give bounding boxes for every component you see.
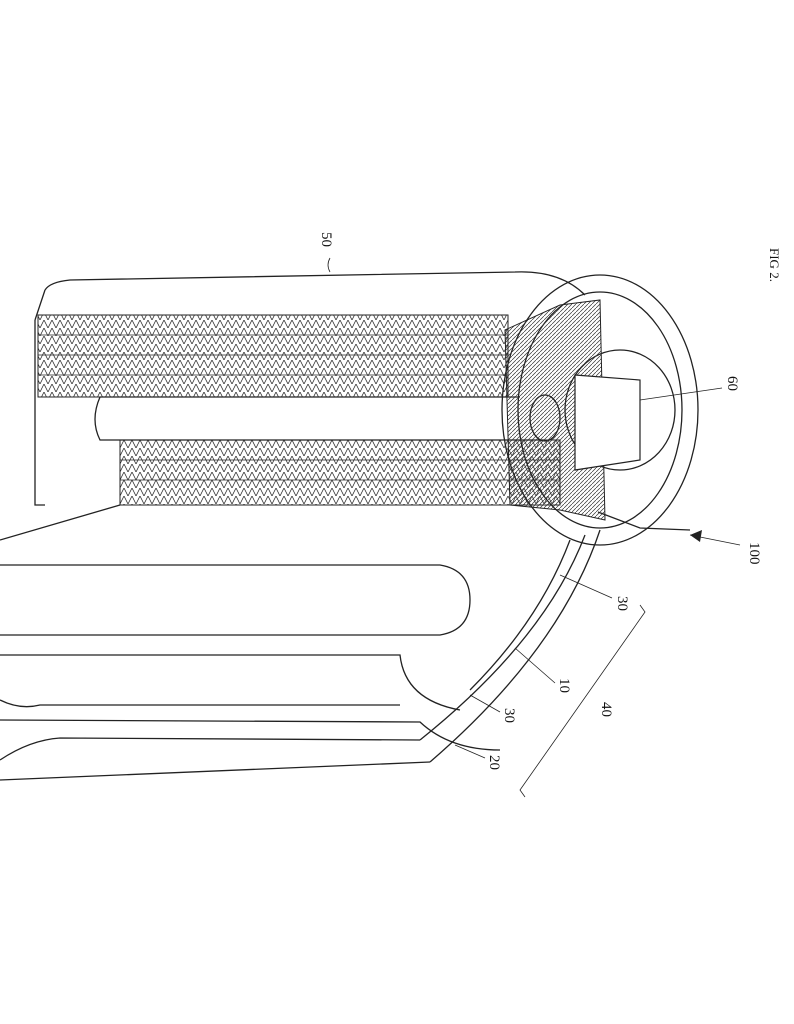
label-electrode-first: 10	[556, 678, 572, 693]
label-battery: 100	[746, 542, 762, 565]
label-separator-inner: 30	[614, 596, 630, 611]
electrode-layers-lower	[119, 439, 561, 506]
label-separator-outer: 30	[501, 708, 517, 723]
label-electrode-assembly: 40	[598, 702, 614, 717]
label-cap: 60	[724, 376, 740, 391]
figure-title: FIG 2.	[767, 248, 782, 282]
center-hollow	[94, 394, 561, 442]
arrowhead-icon	[690, 530, 702, 542]
cap-assembly	[501, 274, 699, 546]
label-electrode-second: 20	[486, 755, 502, 770]
bracket	[519, 604, 646, 798]
leader-lines	[327, 257, 741, 798]
electrode-layers-upper	[37, 314, 509, 398]
label-case: 50	[318, 232, 334, 247]
cylinder-body	[0, 504, 601, 781]
